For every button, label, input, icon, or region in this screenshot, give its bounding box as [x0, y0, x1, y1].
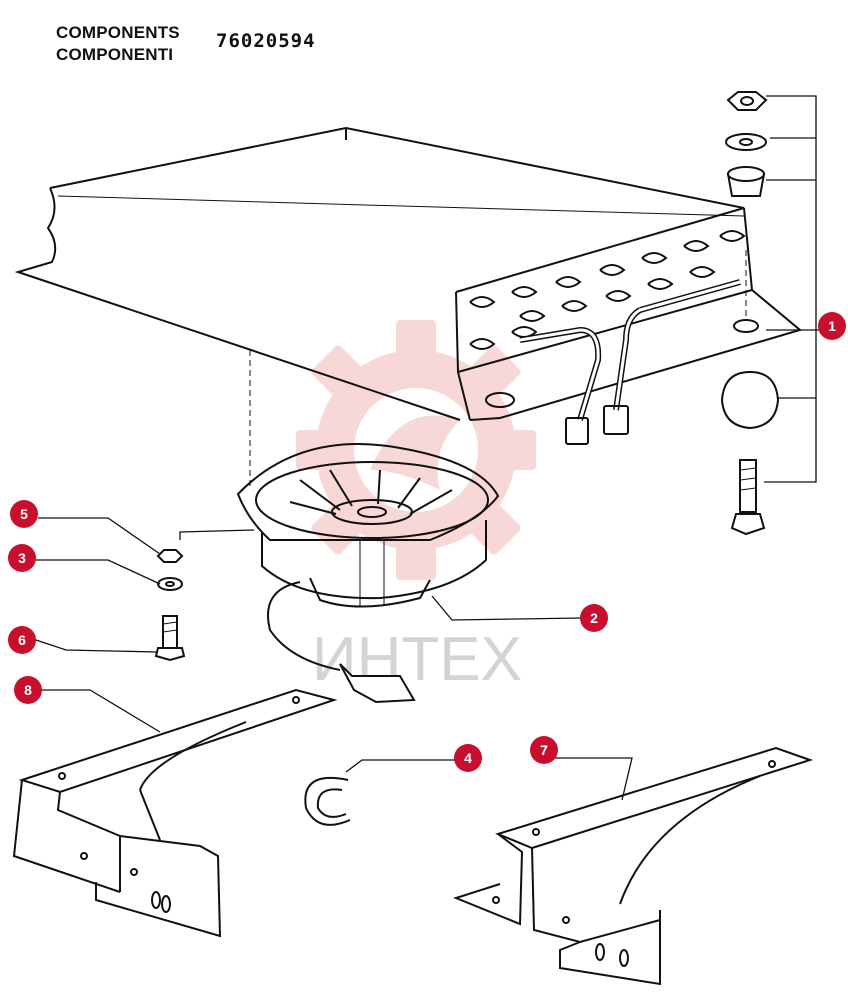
watermark-text: ИНТЕХ: [312, 625, 522, 694]
watermark-logo: [296, 320, 536, 580]
callout-8-label: 8: [24, 682, 32, 698]
leader-lines: [35, 95, 830, 801]
callout-6: 6: [8, 626, 36, 654]
callout-5-label: 5: [20, 506, 28, 522]
callout-2: 2: [580, 604, 608, 632]
callout-4: 4: [454, 744, 482, 772]
hose-clamp: [304, 776, 351, 826]
callout-6-label: 6: [18, 632, 26, 648]
callout-3: 3: [8, 544, 36, 572]
callout-1: 1: [818, 312, 846, 340]
callout-8: 8: [14, 676, 42, 704]
small-hardware: [154, 549, 186, 662]
title-line-2: COMPONENTI: [56, 45, 174, 64]
callout-7: 7: [530, 736, 558, 764]
callout-1-label: 1: [828, 318, 836, 334]
callout-3-label: 3: [18, 550, 26, 566]
mount-hardware-stack: [720, 91, 780, 536]
callout-2-label: 2: [590, 610, 598, 626]
part-number: 76020594: [216, 30, 316, 52]
title-line-1: COMPONENTS: [56, 23, 180, 42]
callout-7-label: 7: [540, 742, 548, 758]
left-bracket: [12, 688, 338, 938]
callout-4-label: 4: [464, 750, 472, 766]
right-bracket: [453, 746, 814, 986]
header: COMPONENTS COMPONENTI: [56, 22, 180, 66]
fan-motor-assembly: [236, 350, 500, 704]
callout-5: 5: [10, 500, 38, 528]
